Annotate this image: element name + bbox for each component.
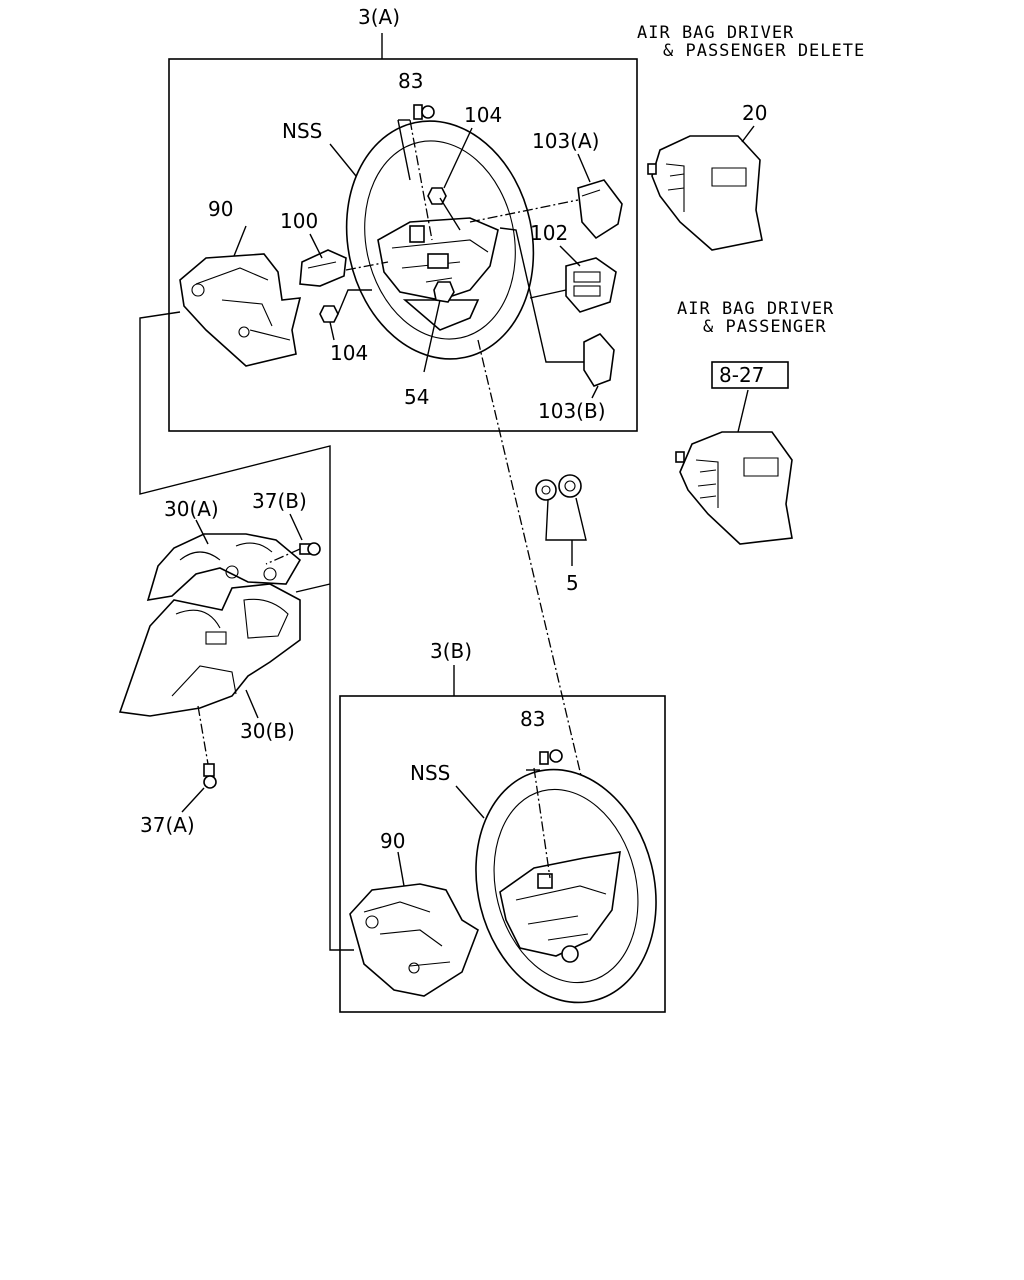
label-nss-b: NSS xyxy=(410,761,450,785)
steering-wheel-b xyxy=(475,768,657,1004)
bracket-100 xyxy=(299,249,347,287)
column-cover-30b xyxy=(118,583,301,717)
label-5: 5 xyxy=(566,571,579,595)
label-90-a: 90 xyxy=(208,197,233,221)
label-104-top: 104 xyxy=(464,103,502,127)
label-90-b: 90 xyxy=(380,829,405,853)
screw-37b xyxy=(299,542,321,556)
label-102: 102 xyxy=(530,221,568,245)
label-103b: 103(B) xyxy=(538,399,606,423)
label-103a: 103(A) xyxy=(532,129,599,153)
switch-102 xyxy=(565,257,617,313)
delete-note-line1: AIR BAG DRIVER xyxy=(637,23,794,43)
airbag-module-driver xyxy=(675,431,793,545)
ref-8-27-label: 8-27 xyxy=(719,363,764,387)
label-30a: 30(A) xyxy=(164,497,219,521)
ref-8-27-box[interactable]: 8-27 xyxy=(711,361,789,389)
label-37a: 37(A) xyxy=(140,813,195,837)
cover-103b xyxy=(583,333,615,387)
label-83-a: 83 xyxy=(398,69,423,93)
washer-5 xyxy=(535,474,582,501)
label-83-b: 83 xyxy=(520,707,545,731)
delete-note-line2: & PASSENGER DELETE xyxy=(663,41,865,61)
airbag-note-line2: & PASSENGER xyxy=(703,317,827,337)
column-cover-30a xyxy=(146,533,302,601)
airbag-note-line1: AIR BAG DRIVER xyxy=(677,299,834,319)
steering-wheel-a xyxy=(345,120,535,360)
label-100: 100 xyxy=(280,209,318,233)
screw-83-a xyxy=(413,104,435,120)
screw-83-b xyxy=(539,749,563,765)
group-b-label: 3(B) xyxy=(430,639,472,663)
label-54: 54 xyxy=(404,385,429,409)
label-104-bottom: 104 xyxy=(330,341,368,365)
screw-37a xyxy=(203,763,217,789)
group-a-label: 3(A) xyxy=(358,5,400,29)
cover-103a xyxy=(577,179,623,240)
label-nss-a: NSS xyxy=(282,119,322,143)
column-cover-90-a xyxy=(179,253,302,367)
screw-104-bottom xyxy=(319,305,339,323)
label-37b: 37(B) xyxy=(252,489,307,513)
label-30b: 30(B) xyxy=(240,719,295,743)
label-20: 20 xyxy=(742,101,767,125)
screw-104-top xyxy=(427,187,447,205)
group-b-frame xyxy=(339,695,666,1013)
group-a-frame xyxy=(168,58,638,432)
nut-54 xyxy=(433,281,455,303)
column-cover-90-b xyxy=(349,883,479,997)
airbag-cover-20 xyxy=(647,135,763,251)
